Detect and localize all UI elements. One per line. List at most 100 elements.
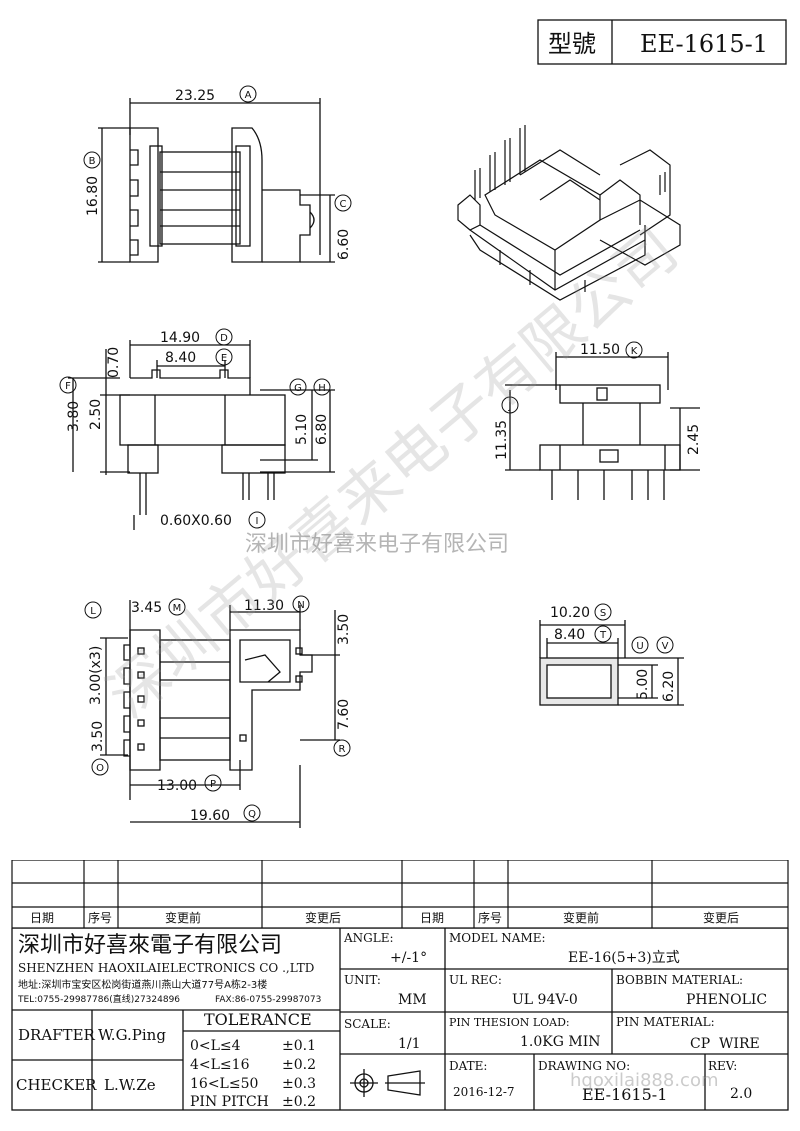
unit-label: UNIT: — [344, 973, 381, 987]
rev-before-header-2: 变更前 — [563, 910, 599, 925]
scale-label: SCALE: — [344, 1017, 391, 1031]
dim-bot-1960: 19.60 — [190, 808, 230, 824]
dim-bot-350b: 3.50 — [90, 721, 106, 752]
tag-d: D — [220, 333, 228, 344]
dim-sec-500: 5.00 — [635, 669, 651, 700]
tol-value-0: ±0.1 — [282, 1038, 316, 1054]
rev-before-header-1: 变更前 — [165, 910, 201, 925]
revision-table: 日期 序号 变更前 变更后 日期 序号 变更前 变更后 — [11, 860, 789, 929]
dim-bot-345: 3.45 — [131, 600, 162, 616]
dim-top-width: 23.25 — [175, 88, 215, 104]
rev-after-header-2: 变更后 — [703, 910, 739, 925]
pin-load-value: 1.0KG MIN — [520, 1034, 600, 1050]
bobbin-label: BOBBIN MATERIAL: — [616, 973, 743, 987]
checker-label: CHECKER — [16, 1076, 97, 1094]
watermark-url: hqoxilai888.com — [570, 1070, 719, 1091]
tag-h: H — [318, 383, 326, 394]
checker-value: L.W.Ze — [104, 1076, 156, 1094]
tag-u: U — [636, 641, 643, 652]
isometric-view — [457, 125, 681, 301]
rev-label: REV: — [708, 1059, 737, 1073]
tag-r: R — [339, 744, 346, 755]
tag-l: L — [90, 606, 96, 617]
dim-front-070: 0.70 — [106, 347, 122, 378]
angle-value: +/-1° — [390, 950, 427, 966]
ul-value: UL 94V-0 — [512, 992, 578, 1008]
tag-b: B — [89, 156, 96, 167]
company-fax: FAX:86-0755-29987073 — [215, 995, 321, 1005]
drafter-value: W.G.Ping — [98, 1026, 166, 1044]
dim-front-510: 5.10 — [294, 414, 310, 445]
dim-sec-620: 6.20 — [661, 671, 677, 702]
model-name-label: MODEL NAME: — [449, 931, 546, 945]
tol-range-3: PIN PITCH — [190, 1094, 269, 1110]
company-name-cn: 深圳市好喜來電子有限公司 — [18, 933, 282, 958]
dim-sec-1020: 10.20 — [550, 605, 590, 621]
rev-date-header-1: 日期 — [30, 911, 54, 925]
tag-v: V — [662, 641, 669, 652]
angle-label: ANGLE: — [343, 931, 394, 945]
tol-value-2: ±0.3 — [282, 1076, 316, 1092]
tag-k: K — [631, 346, 638, 357]
unit-value: MM — [398, 992, 427, 1008]
tag-p: P — [210, 779, 216, 790]
tag-t: T — [599, 630, 607, 641]
tag-e: E — [221, 353, 227, 364]
tol-range-2: 16<L≤50 — [190, 1076, 258, 1092]
tag-o: O — [96, 763, 104, 774]
drawing-canvas: A B C D E F G H I K J L M N R O P Q S T … — [59, 19, 787, 828]
side-view — [505, 352, 700, 500]
dim-bot-1130: 11.30 — [244, 598, 284, 614]
company-name-en: SHENZHEN HAOXILAIELECTRONICS CO .,LTD — [18, 961, 314, 975]
company-address: 地址:深圳市宝安区松岗街道燕川燕山大道77号A栋2-3楼 — [18, 978, 267, 991]
tol-value-1: ±0.2 — [282, 1057, 316, 1073]
drawing-no-value: EE-1615-1 — [582, 1085, 667, 1104]
rev-seq-header-1: 序号 — [88, 910, 112, 925]
dim-side-245: 2.45 — [686, 424, 702, 455]
date-value: 2016-12-7 — [453, 1085, 515, 1099]
watermark-diagonal: 深圳市好喜来电子有限公司 — [95, 215, 692, 731]
watermark-center: 深圳市好喜来电子有限公司 — [245, 532, 509, 557]
dimension-values: 23.25 16.80 6.60 14.90 8.40 0.70 3.80 2.… — [66, 88, 702, 824]
pin-material-value: CP WIRE — [690, 1036, 760, 1052]
dim-front-250: 2.50 — [88, 399, 104, 430]
scale-value: 1/1 — [398, 1036, 421, 1052]
section-view — [539, 620, 684, 706]
tag-q: Q — [248, 809, 256, 820]
tol-range-1: 4<L≤16 — [190, 1057, 250, 1073]
model-name-value: EE-16(5+3)立式 — [568, 950, 680, 966]
rev-value: 2.0 — [730, 1086, 752, 1102]
top-view — [98, 98, 335, 263]
tag-n: N — [297, 600, 304, 611]
dim-side-height: 11.35 — [494, 420, 510, 460]
dim-bot-1300: 13.00 — [157, 778, 197, 794]
model-label: 型號 — [548, 30, 596, 58]
tag-s: S — [600, 608, 606, 619]
dim-bot-350a: 3.50 — [336, 614, 352, 645]
rev-date-header-2: 日期 — [420, 911, 444, 925]
dim-top-slot: 6.60 — [336, 229, 352, 260]
tag-f: F — [65, 381, 71, 392]
tag-j: J — [508, 401, 512, 412]
dim-bot-760: 7.60 — [336, 699, 352, 730]
dim-front-380: 3.80 — [66, 401, 82, 432]
dim-top-height: 16.80 — [85, 176, 101, 216]
tag-g: G — [294, 383, 302, 394]
dim-front-inner: 8.40 — [165, 350, 196, 366]
pin-material-label: PIN MATERIAL: — [616, 1015, 715, 1029]
tag-m: M — [173, 603, 182, 614]
dim-sec-840: 8.40 — [554, 627, 585, 643]
pin-load-label: PIN THESION LOAD: — [449, 1016, 570, 1029]
dimension-tag-letters: A B C D E F G H I K J L M N R O P Q S T … — [65, 90, 668, 820]
rev-seq-header-2: 序号 — [478, 910, 502, 925]
dimension-tags — [59, 85, 674, 822]
tag-c: C — [340, 199, 347, 210]
drafter-label: DRAFTER — [18, 1026, 96, 1044]
bottom-view — [100, 600, 340, 828]
bobbin-value: PHENOLIC — [686, 992, 767, 1008]
dim-bot-300: 3.00(x3) — [88, 646, 104, 705]
company-tel: TEL:0755-29987786(直线)27324896 — [17, 993, 180, 1005]
tol-range-0: 0<L≤4 — [190, 1038, 241, 1054]
dim-front-pin: 0.60X0.60 — [160, 513, 232, 529]
tag-a: A — [245, 90, 252, 101]
